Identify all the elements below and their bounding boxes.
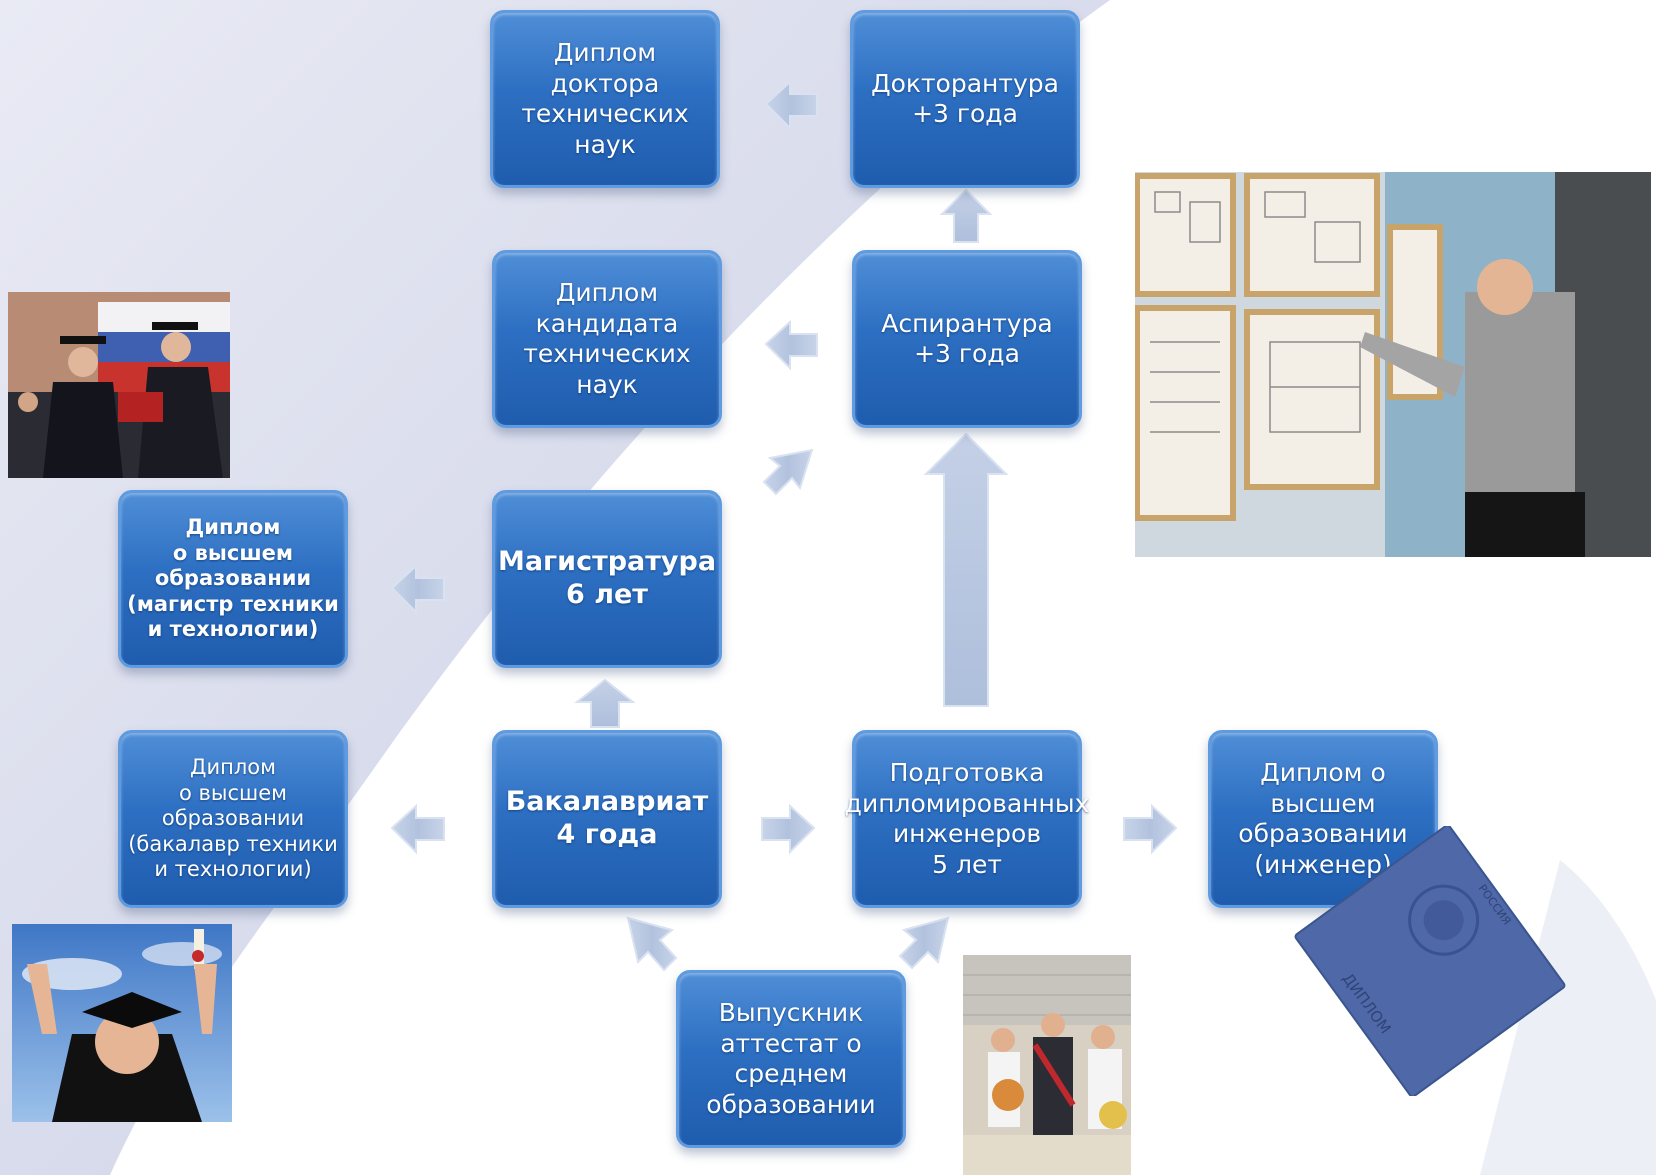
arrow-right-bachelor-engineers (761, 803, 816, 855)
arrow-diagonal-master-postgraduate (762, 448, 814, 496)
box-master-diploma: Диплом о высшем образовании (магистр тех… (118, 490, 348, 668)
box-master: Магистратура 6 лет (492, 490, 722, 668)
box-graduate: Выпускник аттестат о среднем образовании (676, 970, 906, 1148)
graduate-girl-photo (12, 924, 232, 1122)
arrow-up-master (574, 678, 636, 728)
box-doctorate: Докторантура +3 года (850, 10, 1080, 188)
box-bachelor-diploma: Диплом о высшем образовании (бакалавр те… (118, 730, 348, 908)
box-engineers: Подготовка дипломированных инженеров 5 л… (845, 730, 1089, 908)
graduation-ceremony-photo (8, 292, 230, 478)
arrow-left-candidate (764, 319, 818, 371)
box-bachelor: Бакалавриат 4 года (492, 730, 722, 908)
box-candidate-diploma: Диплом кандидата технических наук (492, 250, 722, 428)
arrow-up-engineers-postgraduate (923, 432, 1009, 707)
arrow-diagonal-graduate-bachelor (626, 916, 678, 972)
arrow-left-master-diploma (390, 563, 445, 615)
box-postgraduate: Аспирантура +3 года (852, 250, 1082, 428)
arrow-left-bachelor-diploma (390, 803, 445, 855)
diploma-cover: РОССИЯ ДИПЛОМ (1290, 826, 1570, 1096)
school-graduates-photo (963, 955, 1131, 1175)
box-doctor-diploma: Диплом доктора технических наук (490, 10, 720, 188)
arrow-left-doctor (764, 79, 818, 131)
student-with-technical-drawings-photo (1135, 172, 1651, 557)
arrow-up-doctorate (939, 188, 993, 243)
box-engineer-diploma: Диплом о высшем образовании (инженер) (1208, 730, 1438, 908)
arrow-right-engineer-diploma (1123, 803, 1178, 855)
arrow-diagonal-graduate-engineers (898, 916, 950, 970)
